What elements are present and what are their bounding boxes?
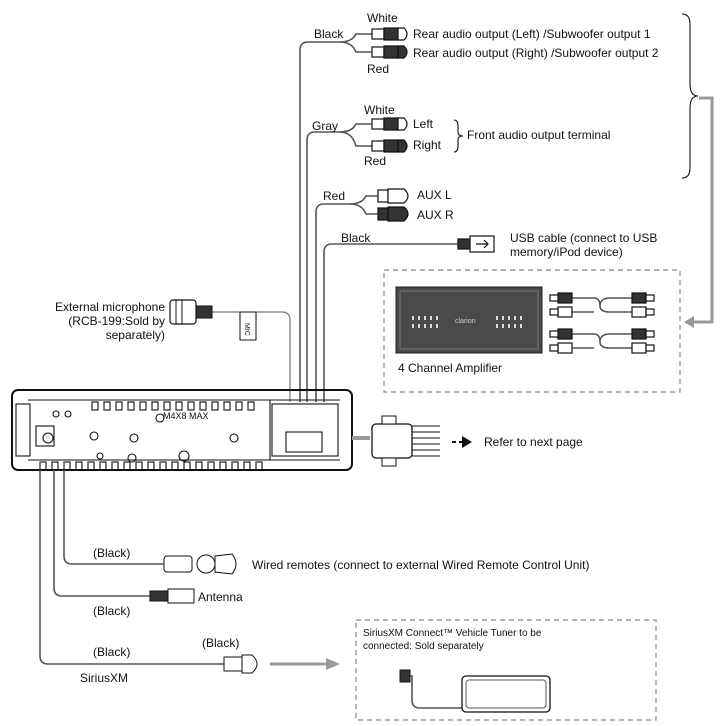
remote-wire-color: (Black) [93,546,131,560]
head-unit [11,389,353,471]
rca-plug-rear-left [371,27,408,41]
rca-plug-rear-right [371,45,408,59]
rear-top-color: White [367,11,398,25]
aux-wire-color: Red [323,189,346,203]
aux-left-label: AUX L [417,188,452,202]
front-top-color: White [364,103,395,117]
amplifier-box [383,269,681,393]
siriusxm-tuner [399,669,551,713]
amplifier-brand: clarion [455,318,476,325]
antenna-wire [53,470,195,604]
front-wire-color: Gray [312,119,339,133]
microphone-plug [169,299,213,325]
aux-wire [315,195,378,402]
usb-wire [323,243,458,402]
rear-group-brace [681,13,699,179]
rear-left-label: Rear audio output (Left) /Subwoofer outp… [413,27,651,41]
usb-label: USB cable (connect to USB memory/iPod de… [510,231,658,259]
front-left-label: Left [413,117,434,131]
aux-jack-right [377,206,409,222]
mic-tag [239,311,257,341]
amplifier-arrow [686,96,714,324]
siriusxm-tuner-label: SiriusXM Connect™ Vehicle Tuner to be co… [363,628,542,652]
rear-right-label: Rear audio output (Right) /Subwoofer out… [413,46,659,60]
amplifier-rca-cables [549,292,655,354]
front-terminal-brace [453,119,464,153]
remote-wire [63,470,237,575]
rca-plug-front-right [371,139,408,153]
rear-wire-color: Black [314,27,344,41]
harness-connector [352,415,440,467]
remote-label: Wired remotes (connect to external Wired… [252,558,590,572]
refer-label: Refer to next page [484,435,583,449]
usb-plug [457,235,495,253]
amplifier-label: 4 Channel Amplifier [398,361,503,375]
rear-output-wire [299,33,372,402]
aux-right-label: AUX R [417,208,454,222]
rca-plug-front-left [371,117,408,131]
front-terminal-label: Front audio output terminal [467,128,611,142]
amplifier-unit [395,286,543,354]
microphone-label: External microphone (RCB-199:Sold by sep… [54,300,165,342]
rear-bottom-color: Red [367,62,390,76]
siriusxm-wire-color: (Black) [93,645,131,659]
antenna-wire-color: (Black) [93,604,131,618]
siriusxm-label: SiriusXM [80,671,129,685]
mic-tag-label: MIC [243,323,250,336]
front-output-wire [306,123,372,402]
siriusxm-tuner-box [355,619,657,721]
aux-jack-left [377,188,409,204]
front-right-label: Right [413,138,442,152]
screw-label: M4X8 MAX [163,411,209,421]
refer-arrow [452,436,472,448]
siriusxm-wire [39,470,340,674]
siriusxm-plug-color: (Black) [202,636,240,650]
front-bottom-color: Red [364,154,387,168]
antenna-label: Antenna [198,590,243,604]
usb-wire-color: Black [341,231,371,245]
